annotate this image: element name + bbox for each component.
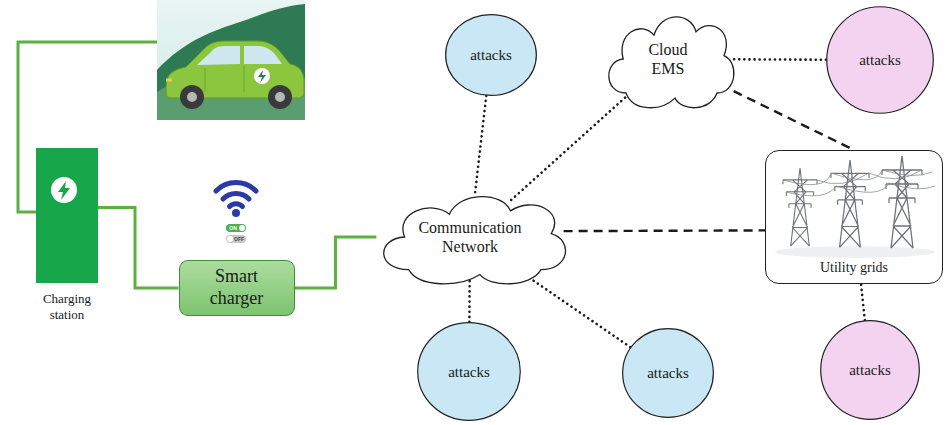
car-hub [187,92,197,102]
text-block: Communication Network [408,218,533,256]
node-label: attacks [448,363,490,381]
pylon [882,156,922,248]
attack-circle: attacks [826,6,934,114]
pylon [783,168,817,246]
node-label: Communication Network [408,218,533,256]
pylon [831,160,869,247]
power-wire [295,237,377,288]
charging-station: Charging station [36,148,98,283]
circle-shape [827,7,933,113]
car-light [166,79,172,82]
toggle-label: ON [226,225,240,232]
text-block: attacks [849,361,891,379]
text-block: Utility grids [820,260,888,277]
car-logo [254,68,270,84]
circle-shape [623,329,714,418]
charging-station-body [36,148,98,283]
toggle-knob [227,236,233,242]
attack-circle: attacks [417,322,521,421]
cloud-outline [598,8,738,110]
toggle-knob [239,225,245,231]
car-hub [275,92,285,102]
text-block: attacks [859,51,901,69]
charging-bolt [58,181,70,200]
text-block: attacks [470,46,512,64]
ground-mist [775,246,935,258]
node-label: attacks [647,364,689,382]
text-block: attacks [448,363,490,381]
node-label: Utility grids [820,260,888,277]
text-block: Smart charger [187,266,287,309]
car-window [244,46,282,64]
wifi-arc [230,204,243,207]
attack-link [475,96,487,196]
toggle-on [226,224,246,232]
grid-link [564,229,765,232]
utility-grid-box: Utility grids [765,150,943,284]
car-backdrop [157,0,305,120]
node-label: Cloud EMS [638,40,698,78]
cloud-shape [609,17,734,108]
node-label: attacks [849,361,891,379]
car-wheel [268,85,292,109]
node-label: Charging station [27,291,107,322]
car-door-line [205,66,244,92]
wifi-arc [223,193,249,199]
toggle-label: OFF [232,236,246,243]
text-block: Cloud EMS [638,40,698,78]
attack-link [733,58,826,61]
text-block: attacks [647,364,689,382]
attack-circle: attacks [622,328,714,418]
attack-link [861,284,865,320]
wifi-icon [216,183,256,207]
car-window [197,46,240,65]
attack-circle: attacks [820,320,920,420]
wifi-dot [232,209,240,217]
smart-charger-box: Smart charger [179,260,295,316]
toggle-off [226,235,246,243]
circle-shape [446,15,537,96]
hill [157,4,305,120]
text-block: Charging station [27,291,107,322]
node-label: Smart charger [187,266,287,309]
attack-link [468,278,471,322]
car-wheel [180,85,204,109]
cloud-shape [384,197,566,284]
circle-shape [418,323,521,421]
node-label: attacks [470,46,512,64]
electric-car-illustration [157,0,305,120]
cloud-ems: Cloud EMS [598,8,738,110]
node-label: attacks [859,51,901,69]
power-wire [783,170,935,196]
cloud-outline [368,188,572,286]
charging-icon [51,177,77,203]
wifi-arc [216,183,256,191]
circle-shape [821,321,920,420]
attack-link [521,272,631,347]
attack-circle: attacks [445,14,537,96]
grid-link [720,85,854,150]
attack-link [511,94,629,200]
power-wire [98,207,179,288]
network-cloud: Communication Network [368,188,572,286]
car-logo-bolt [258,70,266,83]
power-pylons [775,156,935,258]
